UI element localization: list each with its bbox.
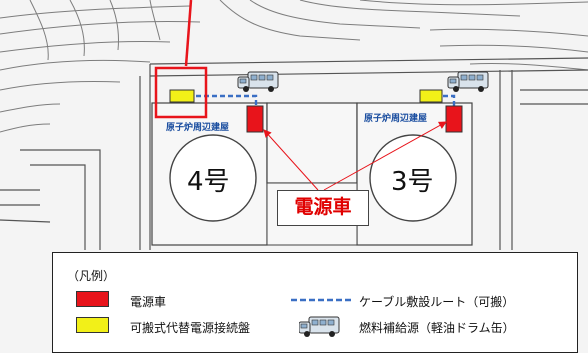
legend-connection-panel-label: 可搬式代替電源接続盤: [130, 321, 251, 335]
callout-arrow-unit3: [323, 121, 447, 191]
unit4-containment: [169, 134, 257, 222]
highlight-pointer-line: [184, 0, 193, 67]
terrain-lines: [0, 0, 588, 133]
fuel-truck-icon: [447, 71, 489, 92]
legend: （凡例） 電源車 可搬式代替電源接続盤 ケーブル敷設ルート（可搬） 燃料補給源（…: [52, 252, 578, 353]
building-label-unit4: 原子炉周辺建屋: [166, 123, 230, 133]
legend-power-vehicle-swatch: [76, 291, 109, 307]
connection-panel-unit4: [169, 89, 195, 103]
connection-panel-unit3: [419, 89, 443, 103]
cable-route-lines: [196, 94, 456, 106]
power-vehicle-unit4: [246, 105, 264, 133]
callout-label: 電源車: [294, 196, 352, 218]
building-label-unit3: 原子炉周辺建屋: [364, 114, 428, 124]
power-vehicle-callout: 電源車: [277, 190, 369, 226]
legend-cable-route-swatch: [291, 298, 353, 302]
power-vehicle-unit3: [445, 105, 463, 133]
legend-fuel-truck-icon: [299, 316, 340, 337]
unit3-label: 3号: [391, 167, 434, 197]
highlight-box: [154, 66, 208, 119]
auxiliary-building: [266, 102, 358, 184]
unit3-containment: [369, 134, 457, 222]
callout-arrow-unit4: [263, 129, 319, 191]
fuel-truck-icon: [237, 71, 279, 92]
site-outline: [0, 57, 588, 250]
legend-fuel-supply-label: 燃料補給源（軽油ドラム缶）: [359, 321, 515, 335]
legend-power-vehicle-label: 電源車: [130, 295, 167, 309]
unit4-label: 4号: [187, 167, 230, 197]
legend-connection-panel-swatch: [76, 317, 109, 333]
legend-heading: （凡例）: [67, 269, 116, 283]
legend-cable-route-label: ケーブル敷設ルート（可搬）: [359, 295, 515, 309]
